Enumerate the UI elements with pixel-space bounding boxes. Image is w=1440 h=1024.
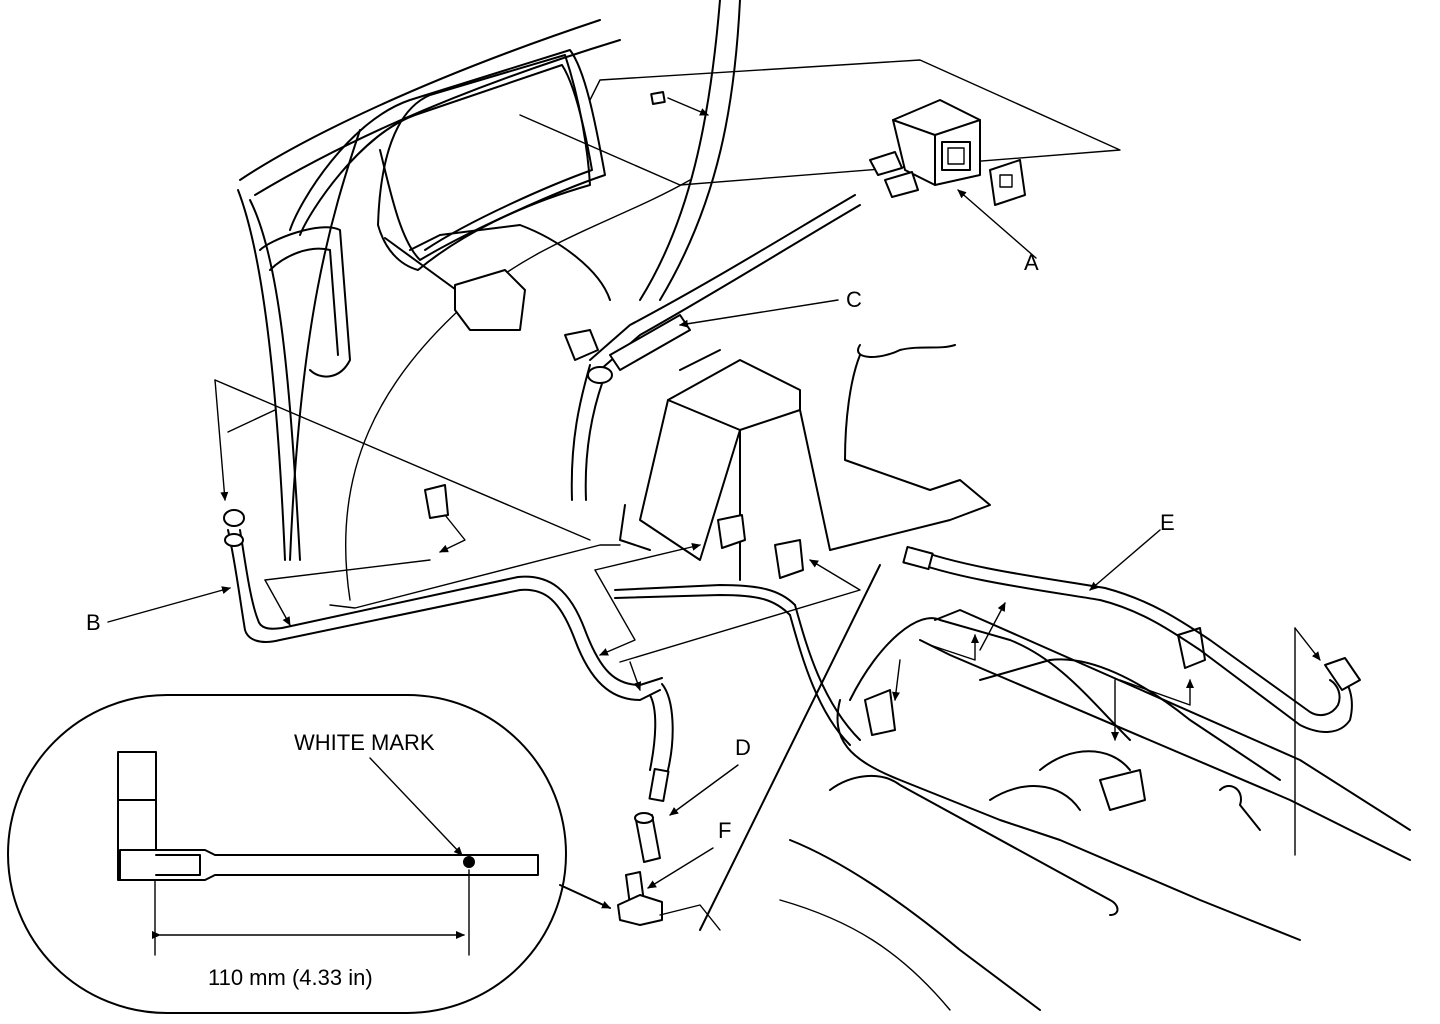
washer-pump-a: [869, 99, 1037, 259]
hose-c: [564, 194, 861, 501]
label-c: C: [846, 287, 862, 312]
label-b: B: [86, 610, 101, 635]
dimension-label: 110 mm (4.33 in): [208, 965, 373, 990]
body-panel-outline: [237, 0, 741, 601]
hose-clips: [424, 484, 1206, 811]
hose-e: [902, 529, 1361, 856]
white-mark-label: WHITE MARK: [294, 730, 435, 755]
body-outline-right: [829, 344, 991, 551]
label-d: D: [735, 735, 751, 760]
cargo-floor: [699, 564, 1411, 1011]
label-a: A: [1024, 250, 1039, 275]
hose-b-route: [107, 509, 674, 802]
callout-lines: [214, 379, 861, 691]
elbow-f: [617, 847, 721, 931]
inset-detail: [7, 694, 611, 1014]
rear-glass: [377, 54, 591, 271]
roof-panel-callout: [519, 59, 1121, 186]
label-f: F: [718, 818, 731, 843]
label-e: E: [1160, 510, 1175, 535]
trim-pillar: [619, 349, 831, 581]
joint-d: [634, 764, 739, 863]
hose-run-right: [614, 584, 861, 746]
